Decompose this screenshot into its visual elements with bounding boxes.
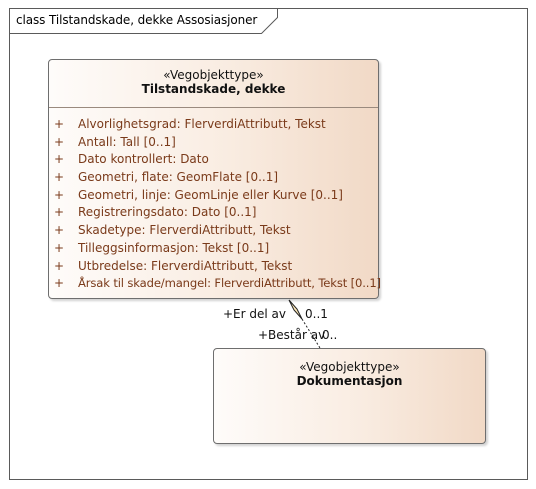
- class-header: «Vegobjekttype» Tilstandskade, dekke: [49, 60, 378, 97]
- attribute-text: Årsak til skade/mangel: FlerverdiAttribu…: [78, 276, 381, 291]
- attribute-visibility: +: [54, 223, 65, 238]
- attribute-text: Alvorlighetsgrad: FlerverdiAttributt, Te…: [78, 117, 326, 131]
- diagram-frame-tab: class Tilstandskade, dekke Assosiasjoner: [9, 8, 279, 34]
- attribute-visibility: +: [54, 170, 65, 185]
- attribute-text: Registreringsdato: Dato [0..1]: [78, 205, 257, 220]
- attribute-text: Skadetype: FlerverdiAttributt, Tekst: [78, 223, 291, 238]
- attribute-visibility: +: [54, 187, 65, 202]
- attribute-visibility: +: [54, 258, 65, 273]
- target-multiplicity-label: 0..: [322, 328, 338, 342]
- attribute-item[interactable]: + Dato kontrollert: Dato: [49, 151, 378, 169]
- class-stereotype: «Vegobjekttype»: [299, 360, 400, 374]
- attribute-item[interactable]: + Registreringsdato: Dato [0..1]: [49, 204, 378, 222]
- attribute-text: Geometri, linje: GeomLinje eller Kurve […: [78, 187, 343, 202]
- aggregation-diamond[interactable]: [288, 299, 303, 320]
- class-name: Dokumentasjon: [296, 374, 403, 388]
- attribute-visibility: +: [54, 276, 65, 291]
- attribute-item[interactable]: + Geometri, flate: GeomFlate [0..1]: [49, 169, 378, 187]
- frame-tab-outline: [9, 8, 278, 34]
- attribute-text: Utbredelse: FlerverdiAttributt, Tekst: [78, 258, 293, 273]
- attribute-visibility: +: [54, 205, 65, 220]
- attribute-text: Dato kontrollert: Dato: [78, 152, 209, 167]
- attribute-list: + Alvorlighetsgrad: FlerverdiAttributt, …: [49, 108, 381, 293]
- class-tilstandskade-dekke[interactable]: «Vegobjekttype» Tilstandskade, dekke + A…: [48, 59, 381, 299]
- attribute-visibility: +: [54, 117, 65, 131]
- target-role-label: +Består av: [258, 328, 326, 342]
- class-stereotype: «Vegobjekttype»: [163, 68, 264, 82]
- attribute-item[interactable]: + Utbredelse: FlerverdiAttributt, Tekst: [49, 258, 378, 276]
- attribute-text: Geometri, flate: GeomFlate [0..1]: [78, 170, 279, 185]
- diagram-title: class Tilstandskade, dekke Assosiasjoner: [16, 13, 258, 27]
- association-line[interactable]: [301, 318, 321, 349]
- attribute-visibility: +: [54, 134, 65, 149]
- attribute-item[interactable]: + Årsak til skade/mangel: FlerverdiAttri…: [49, 275, 381, 293]
- class-name: Tilstandskade, dekke: [141, 82, 286, 96]
- attribute-item[interactable]: + Geometri, linje: GeomLinje eller Kurve…: [49, 187, 378, 205]
- attribute-visibility: +: [54, 240, 65, 255]
- attribute-item[interactable]: + Antall: Tall [0..1]: [49, 134, 378, 152]
- class-header: «Vegobjekttype» Dokumentasjon: [214, 349, 485, 389]
- class-compartment-separator: [49, 107, 378, 108]
- attribute-visibility: +: [54, 152, 65, 167]
- attribute-text: Antall: Tall [0..1]: [78, 134, 176, 149]
- attribute-text: Tilleggsinformasjon: Tekst [0..1]: [78, 240, 270, 255]
- source-multiplicity-label: 0..1: [305, 307, 328, 321]
- attribute-item[interactable]: + Alvorlighetsgrad: FlerverdiAttributt, …: [49, 116, 378, 134]
- attribute-item[interactable]: + Skadetype: FlerverdiAttributt, Tekst: [49, 222, 378, 240]
- source-role-label: +Er del av: [223, 307, 286, 321]
- class-dokumentasjon[interactable]: «Vegobjekttype» Dokumentasjon: [213, 348, 486, 444]
- attribute-item[interactable]: + Tilleggsinformasjon: Tekst [0..1]: [49, 240, 378, 258]
